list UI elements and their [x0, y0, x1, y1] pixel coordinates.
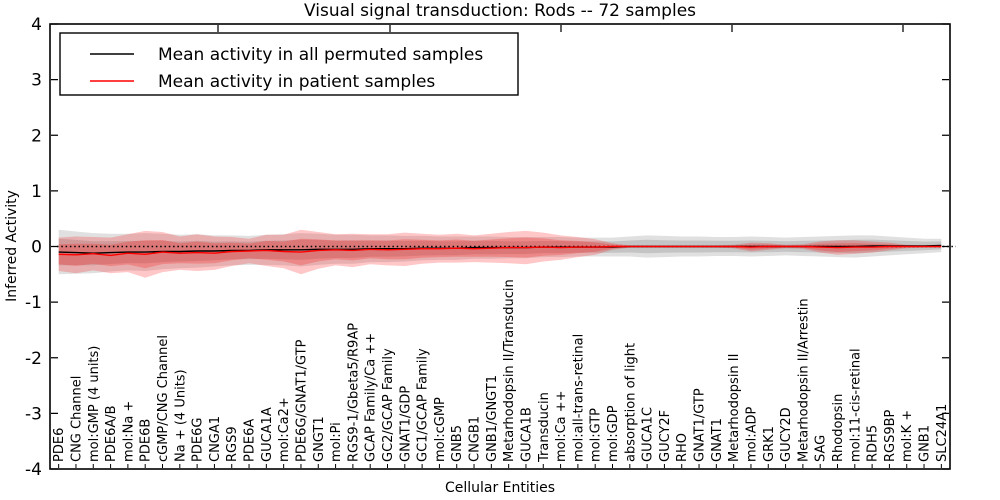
- x-tick-label: GUCY2F: [658, 410, 673, 462]
- x-tick-label: mol:GTP: [589, 408, 604, 462]
- x-tick-label: mol:GMP (4 units): [87, 346, 102, 462]
- x-tick-label: mol:Ca ++: [554, 390, 569, 462]
- band-patient-outer: [58, 229, 942, 278]
- mean-line-patient: [58, 245, 942, 257]
- band-permuted-outer: [58, 229, 942, 275]
- x-tick-label: GUCA1B: [520, 407, 535, 462]
- x-tick-label: GUCA1A: [260, 407, 275, 462]
- x-tick-label: mol:11-cis-retinal: [848, 348, 863, 462]
- x-tick-label: Metarhodopsin II: [727, 354, 742, 462]
- x-tick-label: mol:Pi: [329, 422, 344, 462]
- legend-label-patient: Mean activity in patient samples: [158, 72, 435, 92]
- x-tick-label: mol:Na +: [121, 401, 136, 462]
- x-tick-label: GNAT1: [710, 418, 725, 462]
- x-tick-label: Metarhodopsin II/Arrestin: [796, 298, 811, 462]
- x-tick-label: cGMP/CNG Channel: [156, 335, 171, 462]
- x-tick-label: RDH5: [866, 425, 881, 462]
- x-tick-label: GNGT1: [312, 416, 327, 462]
- x-tick-label: SAG: [814, 435, 829, 462]
- x-tick-label: RGS9BP: [883, 409, 898, 462]
- x-tick-label: RGS9: [225, 426, 240, 462]
- x-tick-label: GC1/GCAP Family: [416, 348, 431, 462]
- x-tick-label: GNAT1/GDP: [398, 386, 413, 462]
- x-tick-label: Rhodopsin: [831, 394, 846, 462]
- x-tick-label: absorption of light: [623, 343, 638, 462]
- y-tick-label: 3: [31, 71, 42, 91]
- x-tick-label: PDE6B: [139, 419, 154, 462]
- x-tick-label: Na + (4 Units): [173, 369, 188, 462]
- x-tick-label: Metarhodopsin II/Transducin: [502, 279, 517, 462]
- y-tick-label: -2: [25, 349, 42, 369]
- y-tick-label: -1: [25, 293, 42, 313]
- x-tick-label: RHO: [675, 433, 690, 462]
- legend-box: [59, 32, 519, 96]
- x-tick-label: mol:GDP: [606, 405, 621, 462]
- x-tick-label: GNB1/GNGT1: [485, 375, 500, 462]
- x-tick-label: PDE6A/B: [104, 405, 119, 462]
- x-tick-label: mol:all-trans-retinal: [571, 334, 586, 462]
- x-tick-label: CNG Channel: [70, 376, 85, 462]
- legend-label-permuted: Mean activity in all permuted samples: [158, 45, 483, 65]
- y-tick-label: -4: [25, 460, 42, 480]
- plot-border: [49, 23, 951, 470]
- x-tick-label: GCAP Family/Ca ++: [364, 333, 379, 462]
- mean-lines: [58, 244, 942, 257]
- x-tick-label: PDE6G: [191, 418, 206, 462]
- y-axis-tick-labels: 4 3 2 1 0 -1 -2 -3 -4: [25, 15, 42, 480]
- chart-title: Visual signal transduction: Rods -- 72 s…: [304, 1, 696, 21]
- y-tick-label: -3: [25, 404, 42, 424]
- confidence-bands: [58, 229, 942, 278]
- y-tick-label: 0: [31, 238, 42, 258]
- x-tick-label: GRK1: [762, 426, 777, 462]
- x-tick-label: mol:cGMP: [433, 397, 448, 462]
- x-tick-label: Transducin: [537, 392, 552, 463]
- band-permuted-inner: [58, 238, 942, 266]
- y-tick-label: 4: [31, 15, 42, 35]
- x-tick-label: GUCY2D: [779, 407, 794, 462]
- x-tick-label: GNB1: [918, 425, 933, 462]
- x-tick-label: PDE6G/GNAT1/GTP: [295, 339, 310, 462]
- x-tick-label: mol:ADP: [745, 406, 760, 462]
- x-tick-label: GNB5: [450, 425, 465, 462]
- legend: Mean activity in all permuted samples Me…: [59, 32, 519, 96]
- y-tick-label: 1: [31, 182, 42, 202]
- x-tick-label: GC2/GCAP Family: [381, 348, 396, 462]
- x-tick-label: CNGB1: [468, 416, 483, 462]
- x-tick-label: mol:Ca2+: [277, 397, 292, 462]
- x-tick-label: PDE6A: [243, 419, 258, 462]
- x-tick-label: GUCA1C: [641, 407, 656, 462]
- y-tick-label: 2: [31, 126, 42, 146]
- x-tick-label: PDE6: [52, 428, 67, 462]
- x-tick-label: RGS9-1/Gbeta5/R9AP: [346, 323, 361, 462]
- x-tick-label: SLC24A1: [935, 404, 950, 462]
- x-tick-label: CNGA1: [208, 416, 223, 462]
- band-patient-inner: [58, 237, 942, 269]
- x-tick-label: mol:K +: [900, 410, 915, 462]
- y-axis-label: Inferred Activity: [4, 190, 20, 302]
- x-tick-label: GNAT1/GTP: [693, 388, 708, 462]
- x-axis-label: Cellular Entities: [445, 480, 555, 496]
